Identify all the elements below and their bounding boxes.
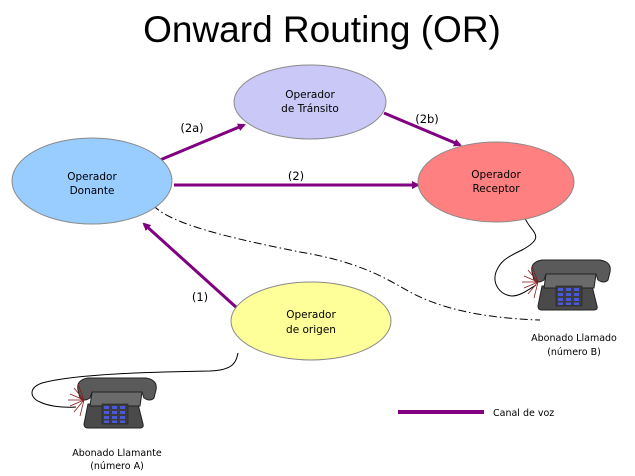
llamante-phone-cord [31,352,239,408]
arrow-2a [159,123,246,162]
legend: Canal de voz [398,408,554,419]
node-label: de origen [286,324,336,336]
arrow-1 [142,222,239,310]
edge-label-1: (1) [192,290,208,304]
llamado-phone-cord [494,217,537,297]
page-title: Onward Routing (OR) [143,9,501,50]
phone-llamante-icon [68,377,157,429]
node-label: Operador [285,89,335,101]
node-label: de Tránsito [281,103,339,115]
phone-llamante-caption: Abonado Llamante [72,448,162,459]
node-operador-transito: Operador de Tránsito [233,64,387,140]
legend-label: Canal de voz [493,408,554,419]
node-operador-origen: Operador de origen [230,281,392,361]
node-label: Operador [67,171,117,183]
signalling-line [152,204,541,321]
edge-label-2a: (2a) [180,121,203,135]
arrow-2b [383,111,462,147]
edge-label-2b: (2b) [415,112,439,126]
node-label: Donante [70,185,115,197]
node-operador-receptor: Operador Receptor [417,141,575,223]
phone-llamado-caption: Abonado Llamado [531,333,617,344]
node-operador-donante: Operador Donante [11,137,173,225]
node-label: Operador [471,169,521,181]
phone-llamado-number: (número B) [547,347,601,358]
node-label: Receptor [472,183,520,195]
node-label: Operador [286,309,336,321]
phone-llamante-number: (número A) [90,461,144,472]
phone-llamado-icon [522,259,611,311]
edge-label-2: (2) [288,169,304,183]
